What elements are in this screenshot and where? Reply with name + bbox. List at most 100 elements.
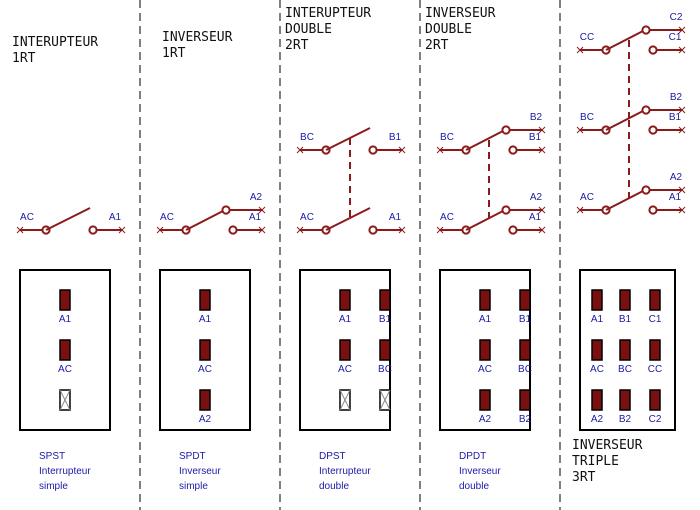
wire-end-mark-b [538,146,546,154]
panel-title-line: DOUBLE [425,22,472,37]
contact-label: C1 [669,32,682,43]
contact-label: A1 [389,212,402,223]
panel-title-line: TRIPLE [572,454,619,469]
panel-title-line: 3RT [572,470,596,485]
switch-lever [605,110,644,131]
contact-label: B2 [530,112,543,123]
pin-pad [591,289,603,311]
contact-terminal [221,205,231,215]
wire-end-mark-b [678,206,686,214]
panel-caption-line: Interrupteur [39,466,91,477]
panel-title-line: INVERSEUR [162,30,233,45]
contact-label: C2 [670,12,683,23]
pin-label: CC [648,364,662,375]
switch-lever [605,190,644,211]
panel-caption-line: DPST [319,451,346,462]
wire-end-mark [398,226,406,234]
switch-lever [465,130,504,151]
panel-caption-line: simple [179,481,208,492]
contact-terminal [508,225,518,235]
panel-title-line: DOUBLE [285,22,332,37]
pin-pad [199,339,211,361]
pin-label: B1 [379,314,392,325]
pin-pad [591,389,603,411]
contact-terminal [501,205,511,215]
panel-title-line: 1RT [162,46,186,61]
contact-terminal [641,185,651,195]
switch-lever [325,207,371,231]
pin-pad [519,339,531,361]
pin-label: AC [198,364,212,375]
pin-label: BC [618,364,632,375]
pin-pad [649,339,661,361]
pin-pad [479,389,491,411]
wire-end-mark [678,106,686,114]
pin-label: AC [338,364,352,375]
wire-end-mark [538,226,546,234]
empty-pin-pad [59,389,71,411]
panel-caption-line: Inverseur [459,466,501,477]
panel-caption-line: double [319,481,350,492]
common-label: BC [580,112,594,123]
wire-end-mark [398,146,406,154]
wire-end-mark-b [678,26,686,34]
wire-end-mark [678,206,686,214]
wire-end-mark-b [678,106,686,114]
common-label: AC [580,192,594,203]
panel-title-line: INVERSEUR [425,6,496,21]
panel-caption-line: Interrupteur [319,466,371,477]
pin-label: BC [378,364,392,375]
switch-lever [465,210,504,231]
panel-caption-line: double [459,481,490,492]
wire-end-mark [258,226,266,234]
contact-terminal [228,225,238,235]
pin-pad [59,339,71,361]
empty-pin-hatch [339,389,351,411]
wire-end-mark-b [258,206,266,214]
contact-label: A2 [250,192,263,203]
pin-label: A1 [199,314,212,325]
contact-label: B2 [670,92,683,103]
wire-end-mark-b [538,206,546,214]
pin-pad [619,339,631,361]
contact-terminal [368,225,378,235]
wire-end-mark-b [258,226,266,234]
contact-label: A2 [670,172,683,183]
panel-title-line: 2RT [285,38,309,53]
wire-end-mark [678,126,686,134]
switch-lever [605,30,644,51]
pin-pad [649,289,661,311]
contact-terminal [501,125,511,135]
contact-terminal [648,125,658,135]
panel-title-line: 1RT [12,51,36,66]
pin-pad [199,389,211,411]
wire-end-mark-b [678,46,686,54]
pin-label: A2 [591,414,604,425]
contact-terminal [88,225,98,235]
pin-label: B1 [619,314,632,325]
empty-pin-hatch [379,389,391,411]
common-label: BC [440,132,454,143]
common-label: BC [300,132,314,143]
panel-title-line: INTERUPTEUR [285,6,372,21]
wire-end-mark [678,26,686,34]
contact-label: A2 [530,192,543,203]
wire-end-mark-b [538,126,546,134]
pin-pad [519,389,531,411]
panel-caption-line: simple [39,481,68,492]
contact-label: A1 [249,212,262,223]
common-label: CC [580,32,594,43]
wire-end-mark [538,206,546,214]
wire-end-mark [118,226,126,234]
wire-end-mark [538,126,546,134]
panel-caption-line: SPDT [179,451,206,462]
contact-terminal [641,105,651,115]
pin-pad [339,289,351,311]
pin-label: A1 [59,314,72,325]
pin-pad [479,339,491,361]
